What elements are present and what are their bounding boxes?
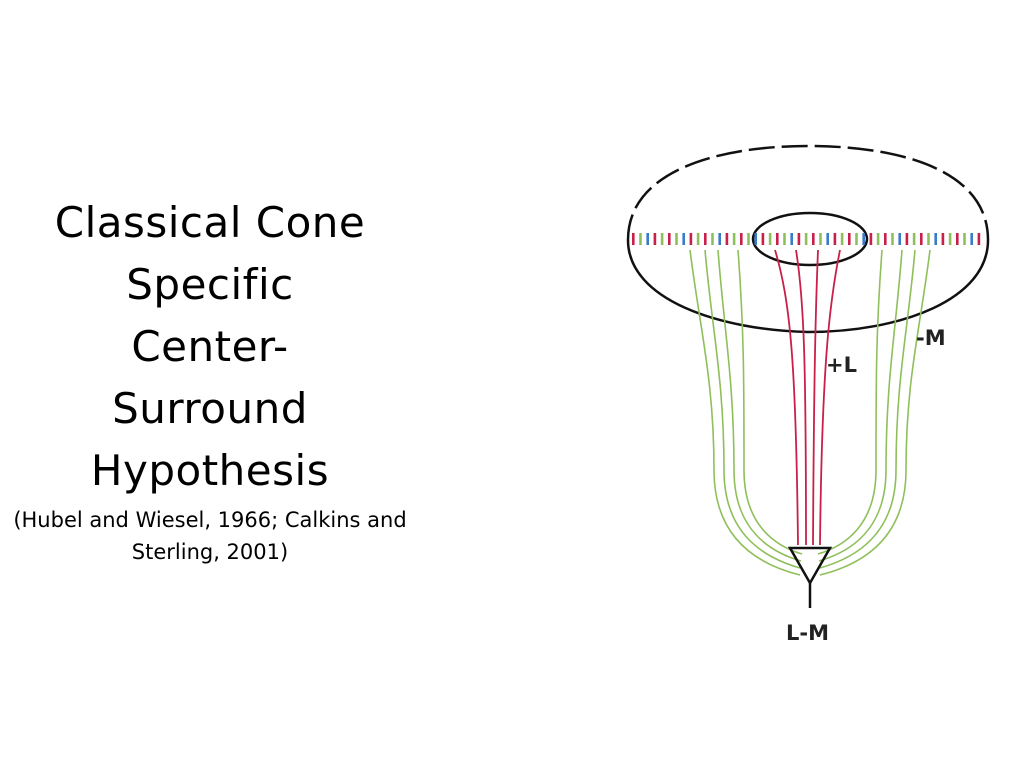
receptive-field-outline [626,144,990,334]
cone-cell [732,233,736,245]
center-path-3 [812,249,819,546]
cone-cell [754,233,757,245]
cone-cell [711,233,714,245]
cone-cell [941,233,945,245]
surround-path-right-4 [817,249,883,555]
cone-cell [660,233,664,245]
center-surround-diagram: +L -M L-M [626,144,990,645]
surround-path-right-2 [819,249,916,569]
surround-path-right-1 [819,249,931,576]
cone-cell [963,233,966,245]
cone-cell [632,233,635,245]
cone-cell [696,233,700,245]
cone-cell [725,233,729,245]
cone-cell [790,233,793,245]
cone-cell [718,233,721,245]
cone-cell [783,233,786,245]
cone-cell [934,233,937,245]
cone-cell [912,233,916,245]
cone-cell [891,233,894,245]
cone-cell [848,233,851,245]
label-plus-l: +L [826,353,857,377]
cone-cell [898,233,901,245]
ganglion-cell [787,546,833,608]
cone-cell [862,233,865,245]
surround-path-right-3 [818,249,903,562]
citation: (Hubel and Wiesel, 1966; Calkins and Ste… [13,508,407,564]
cone-cell [768,233,772,245]
title-line-1: Classical Cone [54,198,366,247]
cone-cell [833,233,837,245]
cone-cell [855,233,858,245]
cone-cell [948,233,952,245]
label-minus-m: -M [916,326,946,350]
cone-cell [977,233,981,245]
cone-cell [639,233,642,245]
cone-row [632,233,981,245]
cone-cell [970,233,973,245]
center-path-1 [774,249,799,546]
cone-cell [653,233,657,245]
cone-cell [884,233,887,245]
cone-cell [740,233,743,245]
cone-cell [819,233,822,245]
cone-cell [840,233,844,245]
cone-cell [797,233,801,245]
surround-path-left-2 [704,249,801,569]
surround-path-left-4 [737,249,803,555]
title-line-3: Center- [131,322,289,371]
title-line-2: Specific [126,260,294,309]
cone-cell [905,233,909,245]
cone-cell [646,233,649,245]
label-output-l-minus-m: L-M [786,621,829,645]
surround-path-left-3 [717,249,802,562]
cone-cell [682,233,685,245]
cone-cell [826,233,829,245]
cone-cell [920,233,923,245]
surround-path-left-1 [689,249,801,576]
cone-cell [776,233,779,245]
title-block: Classical Cone Specific Center- Surround… [10,192,410,568]
center-path-2 [795,249,807,546]
cone-cell [927,233,930,245]
center-pathways [774,249,841,546]
title-line-5: Hypothesis [90,446,330,495]
center-path-4 [819,249,841,546]
surround-ellipse-bottom [626,239,990,334]
cone-cell [747,233,750,245]
cone-cell [804,233,808,245]
cone-cell [869,233,873,245]
surround-pathways [689,249,931,576]
title-line-4: Surround [112,384,308,433]
ganglion-cell-body [787,546,833,586]
cone-cell [668,233,671,245]
cone-cell [689,233,693,245]
cone-cell [812,233,815,245]
cone-cell [761,233,765,245]
cone-cell [956,233,959,245]
cone-cell [704,233,707,245]
center-ellipse [751,211,869,267]
cone-cell [876,233,880,245]
cone-cell [675,233,678,245]
surround-ellipse-top [626,144,990,241]
